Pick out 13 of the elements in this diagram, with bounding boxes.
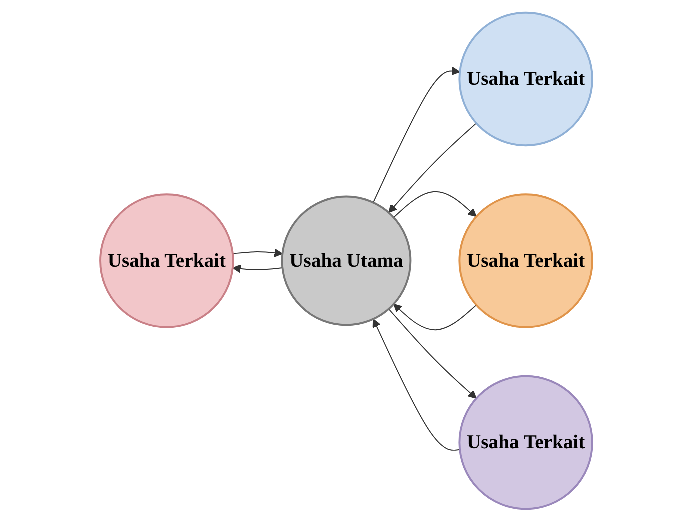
arrow — [372, 318, 461, 451]
node-circle: Usaha Terkait — [458, 12, 594, 147]
node-circle: Usaha Terkait — [100, 194, 234, 328]
arrow — [232, 248, 284, 258]
arrow — [394, 304, 478, 331]
arrow — [393, 191, 477, 218]
arrow — [232, 264, 284, 274]
arrow — [388, 122, 478, 214]
arrow — [388, 308, 477, 399]
arrow — [373, 67, 460, 204]
node-circle: Usaha Utama — [281, 196, 412, 326]
node-circle: Usaha Terkait — [458, 375, 594, 510]
node-circle: Usaha Terkait — [458, 194, 594, 328]
